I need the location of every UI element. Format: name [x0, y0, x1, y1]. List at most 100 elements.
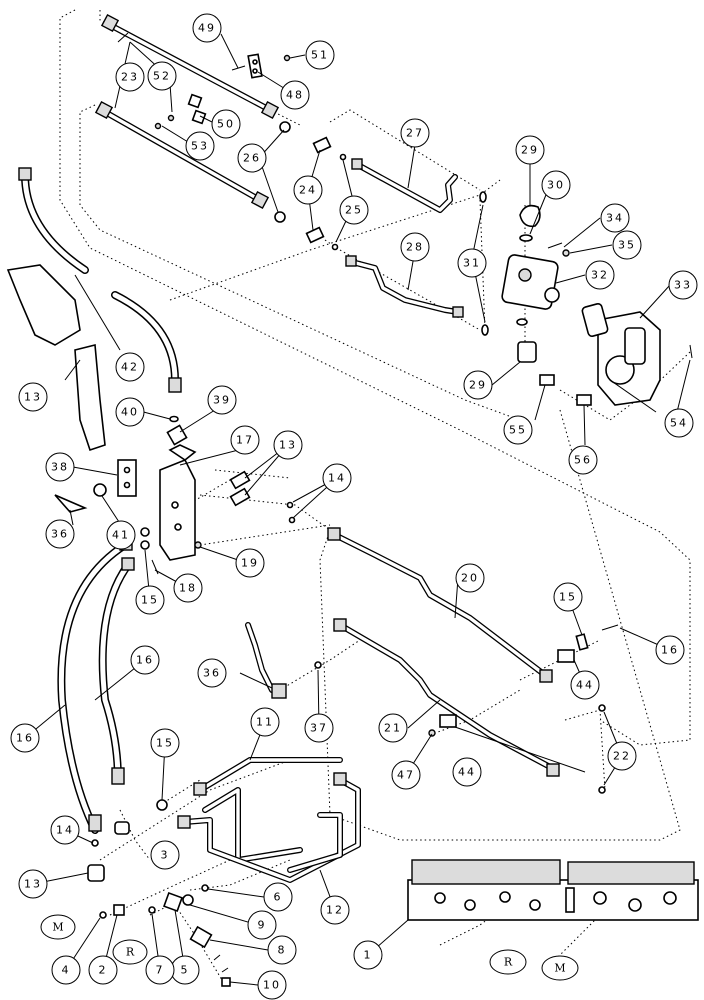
part-32-valve [501, 254, 560, 326]
callout-52-number: 52 [153, 70, 171, 83]
callout-36-b: 36 [197, 658, 227, 688]
part-44-clamps [439, 649, 575, 728]
callout-15-b: 15 [553, 582, 583, 612]
callout-8: 8 [267, 935, 297, 965]
part-23-tube-upper [100, 13, 280, 120]
part-48-bracket [247, 53, 263, 79]
callout-3: 3 [150, 840, 180, 870]
callout-labels: 1 2 3 4 5 6 7 8 9 10 11 12 13 13 13 14 1… [10, 13, 698, 1000]
callout-36-b-number: 36 [203, 667, 221, 680]
callout-24-number: 24 [299, 184, 317, 197]
part-7-oring [148, 906, 156, 914]
part-17-bracket [159, 444, 197, 561]
callout-53: 53 [185, 131, 215, 161]
callout-50: 50 [211, 109, 241, 139]
ref-m-left-letter: M [52, 921, 63, 934]
callout-11: 11 [250, 707, 280, 737]
part-40-oring [169, 415, 179, 423]
callout-28-number: 28 [406, 241, 424, 254]
callout-41: 41 [106, 520, 136, 550]
callout-44-a: 44 [570, 670, 600, 700]
callout-54-number: 54 [670, 417, 688, 430]
callout-26-number: 26 [243, 152, 261, 165]
part-41-nut [93, 483, 107, 497]
ref-r-right-letter: R [504, 956, 513, 969]
dotted-guide-lines [59, 9, 691, 986]
callout-3-number: 3 [161, 849, 170, 862]
callout-14-a: 14 [322, 463, 352, 493]
part-5-elbow [163, 892, 183, 912]
callout-53-number: 53 [191, 140, 209, 153]
callout-15-c: 15 [150, 728, 180, 758]
part-22-orings [598, 704, 606, 794]
callout-13-a-number: 13 [279, 439, 297, 452]
part-26-fittings [274, 121, 291, 223]
ref-m-right-letter: M [554, 962, 565, 975]
callout-18: 18 [173, 573, 203, 603]
ref-r-left-letter: R [126, 946, 135, 959]
callout-21-number: 21 [384, 722, 402, 735]
callout-30: 30 [541, 170, 571, 200]
part-30-oring [519, 234, 533, 242]
part-45-bracket [575, 633, 589, 651]
part-23-tube-lower [94, 100, 270, 210]
part-2-nut [113, 904, 125, 916]
part-54-bolt [689, 344, 693, 359]
callout-12: 12 [320, 895, 350, 925]
callout-13-b: 13 [18, 869, 48, 899]
part-27-tube [351, 158, 458, 213]
callout-26: 26 [237, 143, 267, 173]
callout-14-b: 14 [50, 815, 80, 845]
callout-10-number: 10 [263, 979, 281, 992]
callout-9-number: 9 [258, 919, 267, 932]
callout-36-a: 36 [45, 519, 75, 549]
part-50-clamp [187, 93, 207, 125]
callout-5-number: 5 [181, 964, 190, 977]
callout-13-a: 13 [273, 430, 303, 460]
part-43-sleeves [6, 264, 106, 452]
callout-29-a: 29 [515, 135, 545, 165]
callout-56: 56 [568, 445, 598, 475]
callout-13-b-number: 13 [24, 878, 42, 891]
callout-28: 28 [400, 232, 430, 262]
callout-8-number: 8 [278, 944, 287, 957]
callout-13-lower-left-number: 13 [24, 391, 42, 404]
callout-52: 52 [147, 61, 177, 91]
part-15-nuts-lower [156, 799, 168, 811]
callout-15-a-number: 15 [141, 594, 159, 607]
callout-23-number: 23 [121, 71, 139, 84]
callout-15-a: 15 [135, 585, 165, 615]
callout-37: 37 [304, 713, 334, 743]
callout-56-number: 56 [574, 454, 592, 467]
part-13-elbows-upper [229, 470, 251, 507]
callout-16-c: 16 [655, 635, 685, 665]
callout-36-a-number: 36 [51, 528, 69, 541]
callout-25: 25 [339, 195, 369, 225]
callout-25-number: 25 [345, 204, 363, 217]
callout-42: 42 [115, 352, 145, 382]
callout-12-number: 12 [326, 904, 344, 917]
callout-29-b-number: 29 [469, 379, 487, 392]
callout-40-number: 40 [121, 406, 139, 419]
callout-38-number: 38 [51, 461, 69, 474]
part-46-bolt [601, 624, 619, 631]
callout-2-number: 2 [99, 964, 108, 977]
ref-m-left: M [40, 914, 76, 940]
part-21-tube [333, 618, 560, 777]
callout-4-number: 4 [62, 964, 71, 977]
callout-34-number: 34 [606, 212, 624, 225]
callout-33-number: 33 [674, 279, 692, 292]
part-52-53-hardware [154, 114, 175, 130]
part-31-orings [479, 191, 489, 336]
callout-4: 4 [51, 955, 81, 985]
callout-22-number: 22 [613, 750, 631, 763]
part-47-nut [428, 729, 436, 737]
part-34-35-screws [547, 242, 570, 257]
callout-50-number: 50 [217, 118, 235, 131]
callout-29-b: 29 [463, 370, 493, 400]
callout-30-number: 30 [547, 179, 565, 192]
callout-39: 39 [207, 385, 237, 415]
callout-44-a-number: 44 [576, 679, 594, 692]
callout-47-number: 47 [397, 769, 415, 782]
